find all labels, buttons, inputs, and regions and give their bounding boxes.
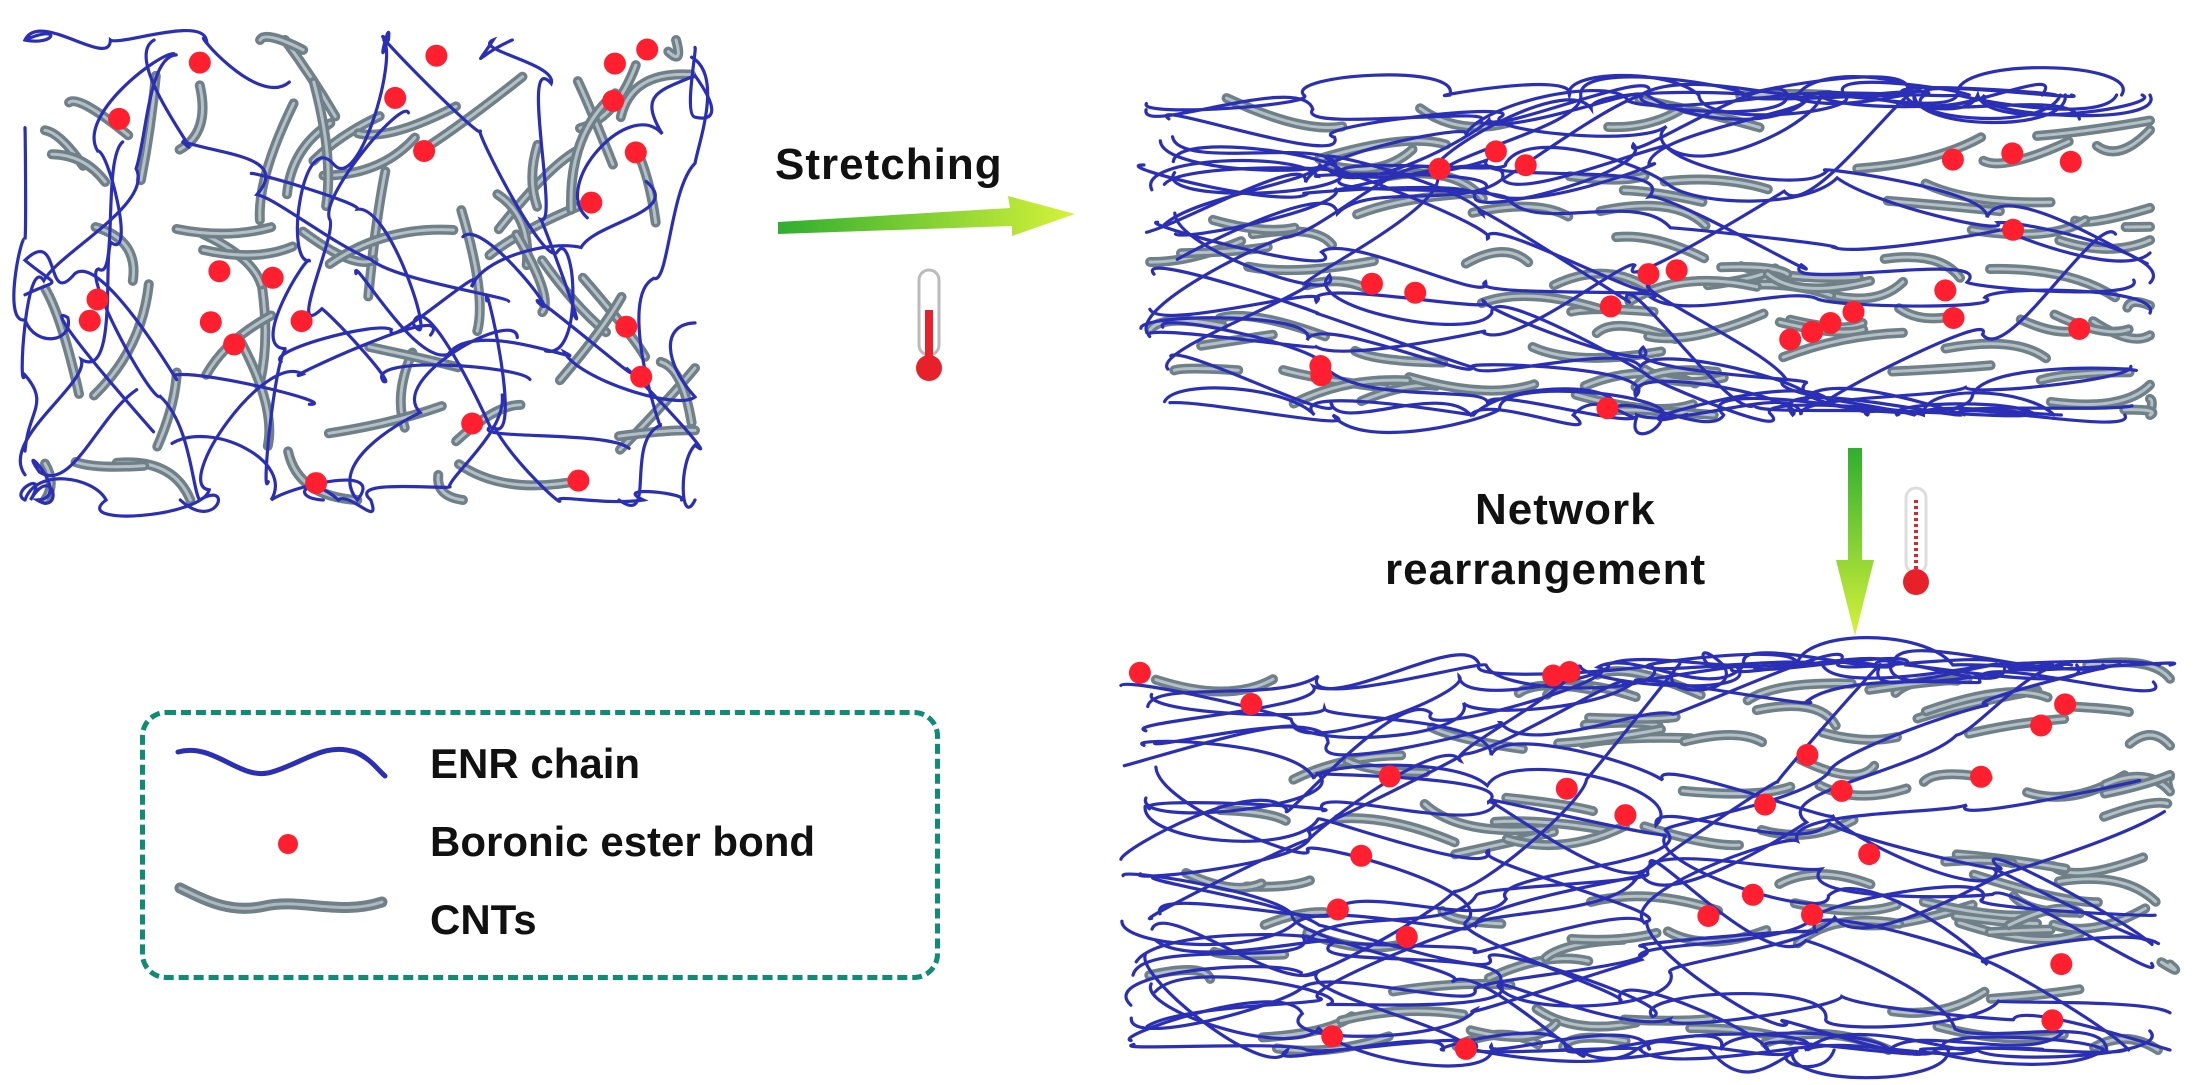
- boronic-ester-bond: [1455, 1038, 1477, 1060]
- boronic-ester-bond: [413, 140, 435, 162]
- boronic-ester-bond: [636, 39, 658, 61]
- boronic-ester-bond: [630, 366, 652, 388]
- boronic-ester-bond: [1429, 158, 1451, 180]
- boronic-ester-bond: [208, 260, 230, 282]
- boronic-ester-bond: [262, 267, 284, 289]
- boronic-ester-bond: [567, 470, 589, 492]
- cnt-tube-highlight: [1174, 369, 1238, 371]
- relaxed-network-panel: [14, 31, 712, 516]
- boronic-ester-bond: [461, 413, 483, 435]
- boronic-ester-bond: [2002, 219, 2024, 241]
- boronic-ester-bond: [384, 87, 406, 109]
- boronic-ester-bond: [1129, 662, 1151, 684]
- boronic-ester-bond: [1934, 279, 1956, 301]
- boronic-ester-bond: [108, 108, 130, 130]
- boronic-ester-bond: [79, 310, 101, 332]
- boronic-ester-bond: [291, 310, 313, 332]
- boronic-ester-bond: [1843, 301, 1865, 323]
- stretching-arrow-icon: [778, 196, 1075, 236]
- boronic-ester-bond: [2060, 151, 2082, 173]
- boronic-ester-bond: [2054, 693, 2076, 715]
- boronic-ester-bond: [1614, 804, 1636, 826]
- boronic-ester-bond: [1600, 295, 1622, 317]
- boronic-ester-bond: [1666, 259, 1688, 281]
- boronic-ester-bond: [1801, 321, 1823, 343]
- enr-chain: [1173, 173, 2150, 261]
- boronic-ester-bond: [200, 311, 222, 333]
- boronic-ester-bond: [2030, 715, 2052, 737]
- boronic-ester-bond: [604, 53, 626, 75]
- stretched-network-panel: [1138, 68, 2153, 434]
- boronic-ester-bond: [1858, 843, 1880, 865]
- boronic-ester-bond: [1596, 397, 1618, 419]
- boronic-ester-bond: [305, 472, 327, 494]
- boronic-ester-bond: [1361, 273, 1383, 295]
- boronic-ester-bond: [1970, 766, 1992, 788]
- cnt-tube: [157, 373, 177, 447]
- boronic-ester-bond: [580, 192, 602, 214]
- legend-boronic-ester-label: Boronic ester bond: [430, 818, 815, 866]
- cnt-tube: [1983, 142, 2068, 164]
- boronic-ester-bond: [1801, 904, 1823, 926]
- rearrangement-label: rearrangement: [1385, 545, 1706, 595]
- boronic-ester-bond: [2041, 1009, 2063, 1031]
- boronic-ester-bond: [1638, 263, 1660, 285]
- rearrangement-arrow-icon: [1836, 448, 1874, 636]
- boronic-ester-bond: [425, 45, 447, 67]
- boronic-ester-bond: [1742, 884, 1764, 906]
- boronic-ester-bond: [1327, 899, 1349, 921]
- boronic-ester-bond: [615, 316, 637, 338]
- boronic-ester-bond: [602, 90, 624, 112]
- boronic-ester-bond: [1321, 1025, 1343, 1047]
- boronic-ester-bond: [625, 141, 647, 163]
- boronic-ester-bond: [1779, 329, 1801, 351]
- boronic-ester-bond: [1943, 307, 1965, 329]
- boronic-ester-bond: [1240, 693, 1262, 715]
- boronic-ester-bond: [1404, 282, 1426, 304]
- boronic-ester-bond: [1942, 149, 1964, 171]
- boronic-ester-bond: [1485, 140, 1507, 162]
- cnt-tube: [1783, 333, 1903, 358]
- enr-chain: [96, 142, 219, 511]
- legend-cnts-label: CNTs: [430, 896, 537, 944]
- thermometer-icon: [1903, 488, 1929, 595]
- stretching-label: Stretching: [775, 140, 1003, 190]
- boronic-ester-bond: [1831, 780, 1853, 802]
- boronic-ester-bond: [1379, 765, 1401, 787]
- boronic-ester-bond: [1556, 778, 1578, 800]
- boronic-ester-bond: [2068, 318, 2090, 340]
- boronic-ester-bond: [1350, 845, 1372, 867]
- boronic-ester-bond: [1515, 154, 1537, 176]
- legend-enr-chain-label: ENR chain: [430, 740, 640, 788]
- boronic-ester-bond: [87, 289, 109, 311]
- network-label: Network: [1475, 485, 1656, 535]
- boronic-ester-bond: [1796, 744, 1818, 766]
- thermometer-icon: [916, 270, 942, 381]
- boronic-ester-bond: [1542, 665, 1564, 687]
- boronic-ester-bond: [189, 52, 211, 74]
- enr-chain: [21, 390, 137, 503]
- boronic-ester-bond: [1396, 926, 1418, 948]
- boronic-ester-bond: [1754, 794, 1776, 816]
- boronic-ester-bond: [1309, 355, 1331, 377]
- boronic-ester-bond: [223, 333, 245, 355]
- boronic-ester-bond: [2050, 953, 2072, 975]
- rearranged-network-panel: [1121, 638, 2175, 1078]
- boronic-ester-bond: [2001, 142, 2023, 164]
- boronic-ester-bond: [1697, 905, 1719, 927]
